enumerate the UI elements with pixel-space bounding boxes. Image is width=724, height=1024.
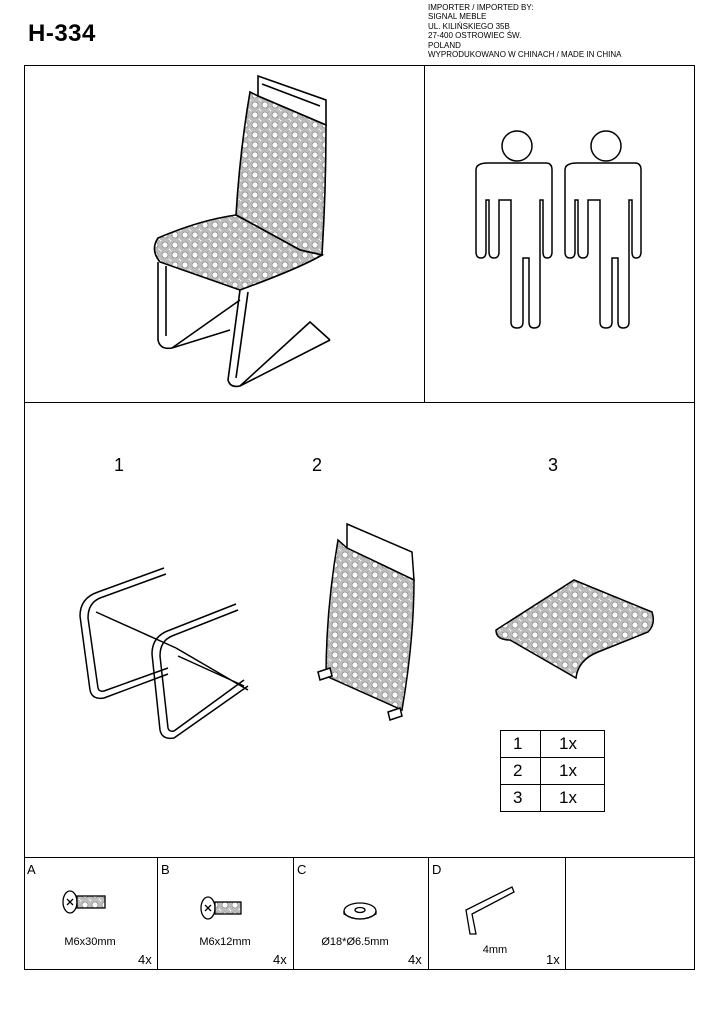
assembled-chair-icon [153, 74, 331, 388]
part-number: 1 [500, 730, 541, 758]
part-seat-icon [495, 579, 655, 680]
part-qty: 1x [540, 730, 605, 758]
model-code: H-334 [28, 20, 96, 47]
hardware-letter: A [27, 862, 36, 877]
bolt-short-icon [200, 896, 242, 920]
hardware-count: 1x [546, 952, 560, 967]
hardware-letter: C [297, 862, 307, 877]
part-backrest-icon [317, 522, 415, 721]
step-label: 2 [312, 455, 323, 475]
hardware-size: 4mm [482, 944, 508, 956]
hardware-count: 4x [138, 952, 152, 967]
part-number: 2 [500, 757, 541, 785]
importer-line: WYPRODUKOWANO W CHINACH / MADE IN CHINA [428, 50, 622, 60]
importer-line: SIGNAL MEBLE [428, 12, 487, 22]
divider [428, 857, 429, 970]
step-label: 3 [548, 455, 559, 475]
importer-line: UL. KILIŃSKIEGO 35B [428, 21, 510, 31]
hardware-letter: D [432, 862, 442, 877]
instruction-frame [24, 65, 695, 970]
parts-table: 1 1x 2 1x 3 1x [500, 730, 605, 812]
hardware-size: M6x30mm [64, 936, 116, 948]
importer-line: POLAND [428, 40, 461, 50]
part-frame-icon [79, 567, 249, 740]
step-label: 1 [114, 455, 125, 475]
allen-key-icon [465, 886, 515, 935]
hardware-size: Ø18*Ø6.5mm [321, 936, 389, 948]
importer-line: IMPORTER / IMPORTED BY: [428, 3, 534, 12]
divider [424, 65, 425, 402]
washer-icon [343, 902, 377, 920]
part-qty: 1x [540, 757, 605, 785]
divider [24, 402, 695, 403]
importer-line: 27-400 OSTROWIEC ŚW. [428, 31, 522, 41]
two-persons-icon [475, 130, 642, 329]
divider [565, 857, 566, 970]
hardware-count: 4x [408, 952, 422, 967]
divider [293, 857, 294, 970]
hardware-count: 4x [273, 952, 287, 967]
table-row: 1 1x [500, 730, 605, 758]
table-row: 3 1x [500, 784, 605, 812]
bolt-long-icon [62, 890, 106, 914]
part-qty: 1x [540, 784, 605, 812]
table-row: 2 1x [500, 757, 605, 785]
divider [157, 857, 158, 970]
importer-info: IMPORTER / IMPORTED BY: SIGNAL MEBLE UL.… [428, 3, 621, 59]
divider [24, 857, 695, 858]
hardware-size: M6x12mm [199, 936, 251, 948]
part-number: 3 [500, 784, 541, 812]
hardware-letter: B [161, 862, 170, 877]
